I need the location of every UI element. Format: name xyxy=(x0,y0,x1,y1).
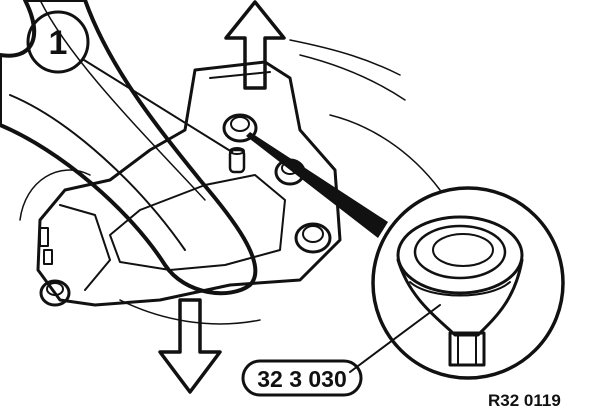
special-tool xyxy=(396,215,524,367)
callout-leader-line xyxy=(83,59,233,153)
tool-label-box xyxy=(241,359,363,397)
bolt-lower-right xyxy=(294,222,332,254)
callout-circle xyxy=(26,10,90,74)
detail-circle xyxy=(371,186,565,380)
callout-1: 1 xyxy=(26,10,233,153)
magnifier-wedge xyxy=(246,132,388,238)
lever-arm xyxy=(0,0,258,296)
background-contours xyxy=(19,39,441,325)
tool-number: 32 3 030 xyxy=(257,366,347,392)
tool-callout: 32 3 030 xyxy=(241,304,441,397)
figure-reference: R32 0119 xyxy=(488,391,561,410)
tool-leader-line xyxy=(349,304,441,373)
down-arrow-icon xyxy=(158,298,222,394)
callout-number: 1 xyxy=(49,24,68,62)
bolt-left xyxy=(39,279,71,307)
gear-housing xyxy=(36,60,342,307)
bolt-top xyxy=(222,113,258,143)
up-arrow-icon xyxy=(224,0,286,90)
